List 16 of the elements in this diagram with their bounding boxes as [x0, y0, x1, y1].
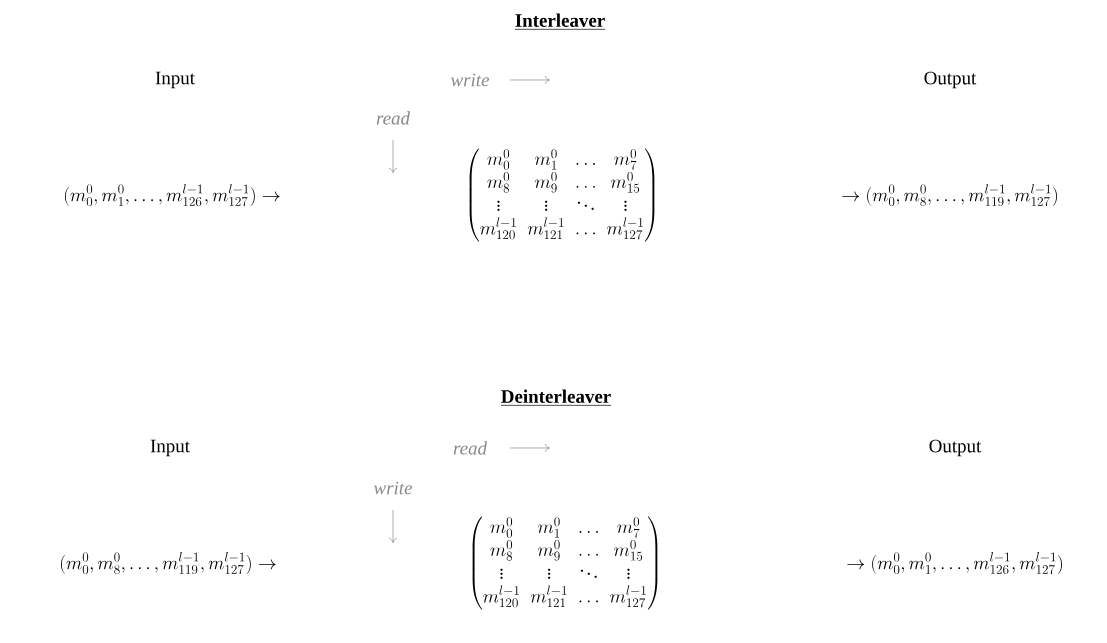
label: Input	[155, 71, 195, 89]
direction-label: write	[374, 481, 413, 495]
sequence-formula: $(m_0^0, m_1^0, \ldots, m_{126}^{l-1}, m_{127}^{l-1}) \rightarrow$	[65, 184, 280, 207]
sequence-formula: $\rightarrow (m_0^0, m_1^0, \ldots, m_{126}^{l-1}, m_{127}^{l-1})$	[847, 552, 1062, 575]
matrix-formula: $\begin{pmatrix} m_0^0 & m_1^0 & \ldots & m_7^0 \\ m_8^0 & m_9^0 & \ldots & m_{15}^0 \\ \vdots & \vdots & \ddots & \vdots \\ m_{120}^{l-1} & m_{121}^{l-1} & \ldots & m_{127}^{l-1} \end{pmatrix}$	[469, 148, 655, 242]
direction-label: write	[451, 73, 490, 87]
label: Output	[924, 71, 977, 89]
label: Output	[929, 439, 982, 457]
heading: Interleaver	[514, 13, 606, 30]
heading: Deinterleaver	[500, 389, 612, 406]
direction-label: read	[376, 111, 411, 125]
matrix-formula: $\begin{pmatrix} m_0^0 & m_1^0 & \ldots & m_7^0 \\ m_8^0 & m_9^0 & \ldots & m_{15}^0 \\ \vdots & \vdots & \ddots & \vdots \\ m_{120}^{l-1} & m_{121}^{l-1} & \ldots & m_{127}^{l-1} \end{pmatrix}$	[472, 516, 658, 610]
sequence-formula: $(m_0^0, m_8^0, \ldots, m_{119}^{l-1}, m_{127}^{l-1}) \rightarrow$	[61, 552, 276, 575]
direction-label: read	[453, 441, 488, 455]
label: Input	[150, 439, 190, 457]
sequence-formula: $\rightarrow (m_0^0, m_8^0, \ldots, m_{119}^{l-1}, m_{127}^{l-1})$	[842, 184, 1057, 207]
